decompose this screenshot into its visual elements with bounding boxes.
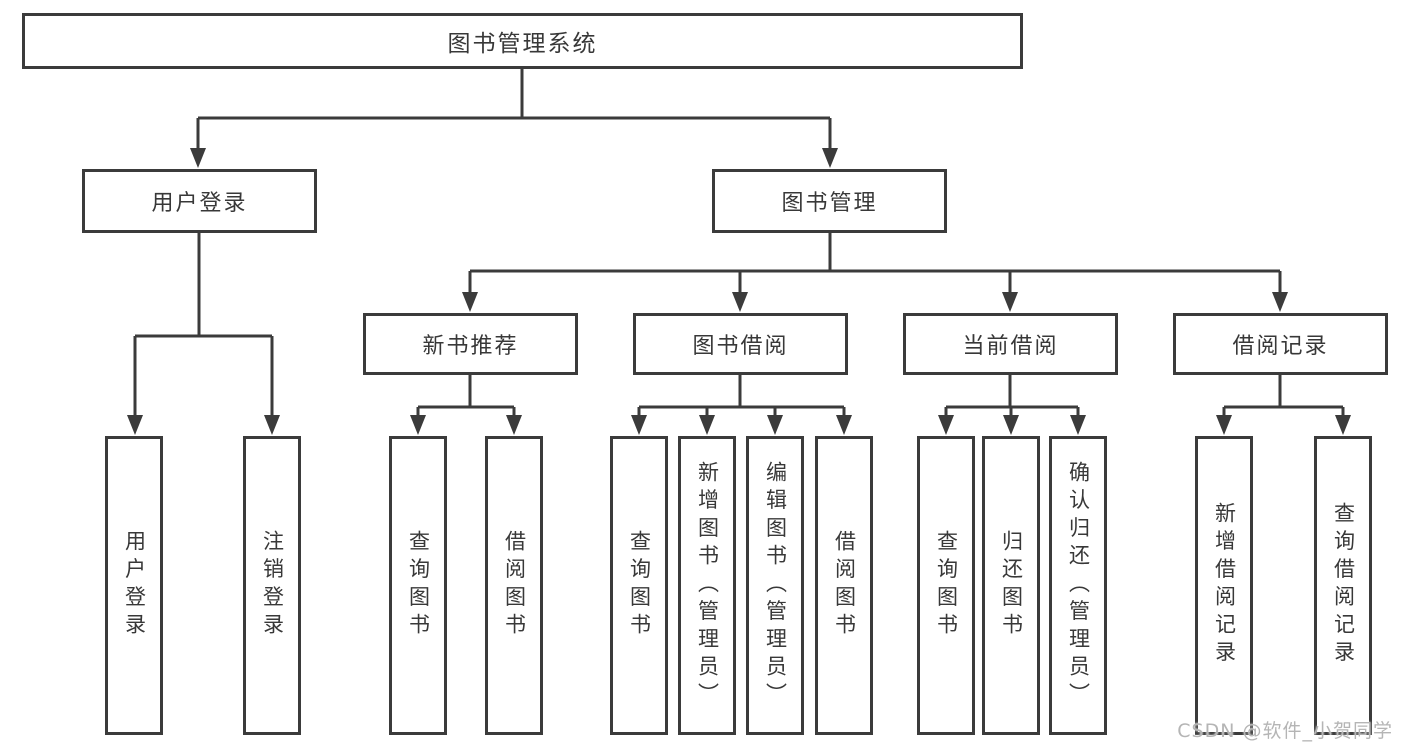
arrowheads — [127, 148, 1351, 435]
node-label: 确认归还（管理员） — [1066, 460, 1091, 711]
node-label: 查询借阅记录 — [1331, 502, 1356, 669]
node-edit-book-admin: 编辑图书（管理员） — [746, 436, 804, 735]
node-borrow-books-recommend: 借阅图书 — [485, 436, 543, 735]
node-logout: 注销登录 — [243, 436, 301, 735]
node-label: 图书管理 — [781, 191, 878, 216]
node-label: 注销登录 — [260, 530, 285, 641]
node-add-borrow-record: 新增借阅记录 — [1195, 436, 1253, 735]
node-query-books-current: 查询图书 — [917, 436, 975, 735]
node-library-management-system: 图书管理系统 — [22, 13, 1023, 69]
node-user-login: 用户登录 — [105, 436, 163, 735]
node-book-management-branch: 图书管理 — [712, 169, 947, 233]
node-book-borrowing: 图书借阅 — [633, 313, 848, 375]
node-current-borrowing: 当前借阅 — [903, 313, 1118, 375]
node-label: 查询图书 — [406, 530, 431, 641]
node-label: 图书管理系统 — [447, 31, 598, 57]
node-label: 新增借阅记录 — [1212, 502, 1237, 669]
node-query-books-borrowing: 查询图书 — [610, 436, 668, 735]
connector-paths — [133, 69, 1345, 416]
node-label: 查询图书 — [627, 530, 652, 641]
node-label: 编辑图书（管理员） — [763, 460, 788, 711]
node-query-books-recommend: 查询图书 — [389, 436, 447, 735]
node-label: 用户登录 — [122, 530, 147, 641]
node-label: 新增图书（管理员） — [695, 460, 720, 711]
node-label: 当前借阅 — [962, 334, 1059, 359]
node-label: 借阅记录 — [1232, 334, 1329, 359]
node-new-book-recommend: 新书推荐 — [363, 313, 578, 375]
node-add-book-admin: 新增图书（管理员） — [678, 436, 736, 735]
node-label: 借阅图书 — [502, 530, 527, 641]
csdn-watermark: CSDN @软件_小贺同学 — [1177, 720, 1393, 742]
node-label: 用户登录 — [151, 191, 248, 216]
node-label: 归还图书 — [999, 530, 1024, 641]
node-return-book: 归还图书 — [982, 436, 1040, 735]
node-confirm-return-admin: 确认归还（管理员） — [1049, 436, 1107, 735]
node-label: 借阅图书 — [832, 530, 857, 641]
node-query-borrow-record: 查询借阅记录 — [1314, 436, 1372, 735]
node-label: 新书推荐 — [422, 334, 519, 359]
node-borrow-books: 借阅图书 — [815, 436, 873, 735]
node-borrowing-records: 借阅记录 — [1173, 313, 1388, 375]
node-label: 图书借阅 — [692, 334, 789, 359]
node-user-login-branch: 用户登录 — [82, 169, 317, 233]
node-label: 查询图书 — [934, 530, 959, 641]
